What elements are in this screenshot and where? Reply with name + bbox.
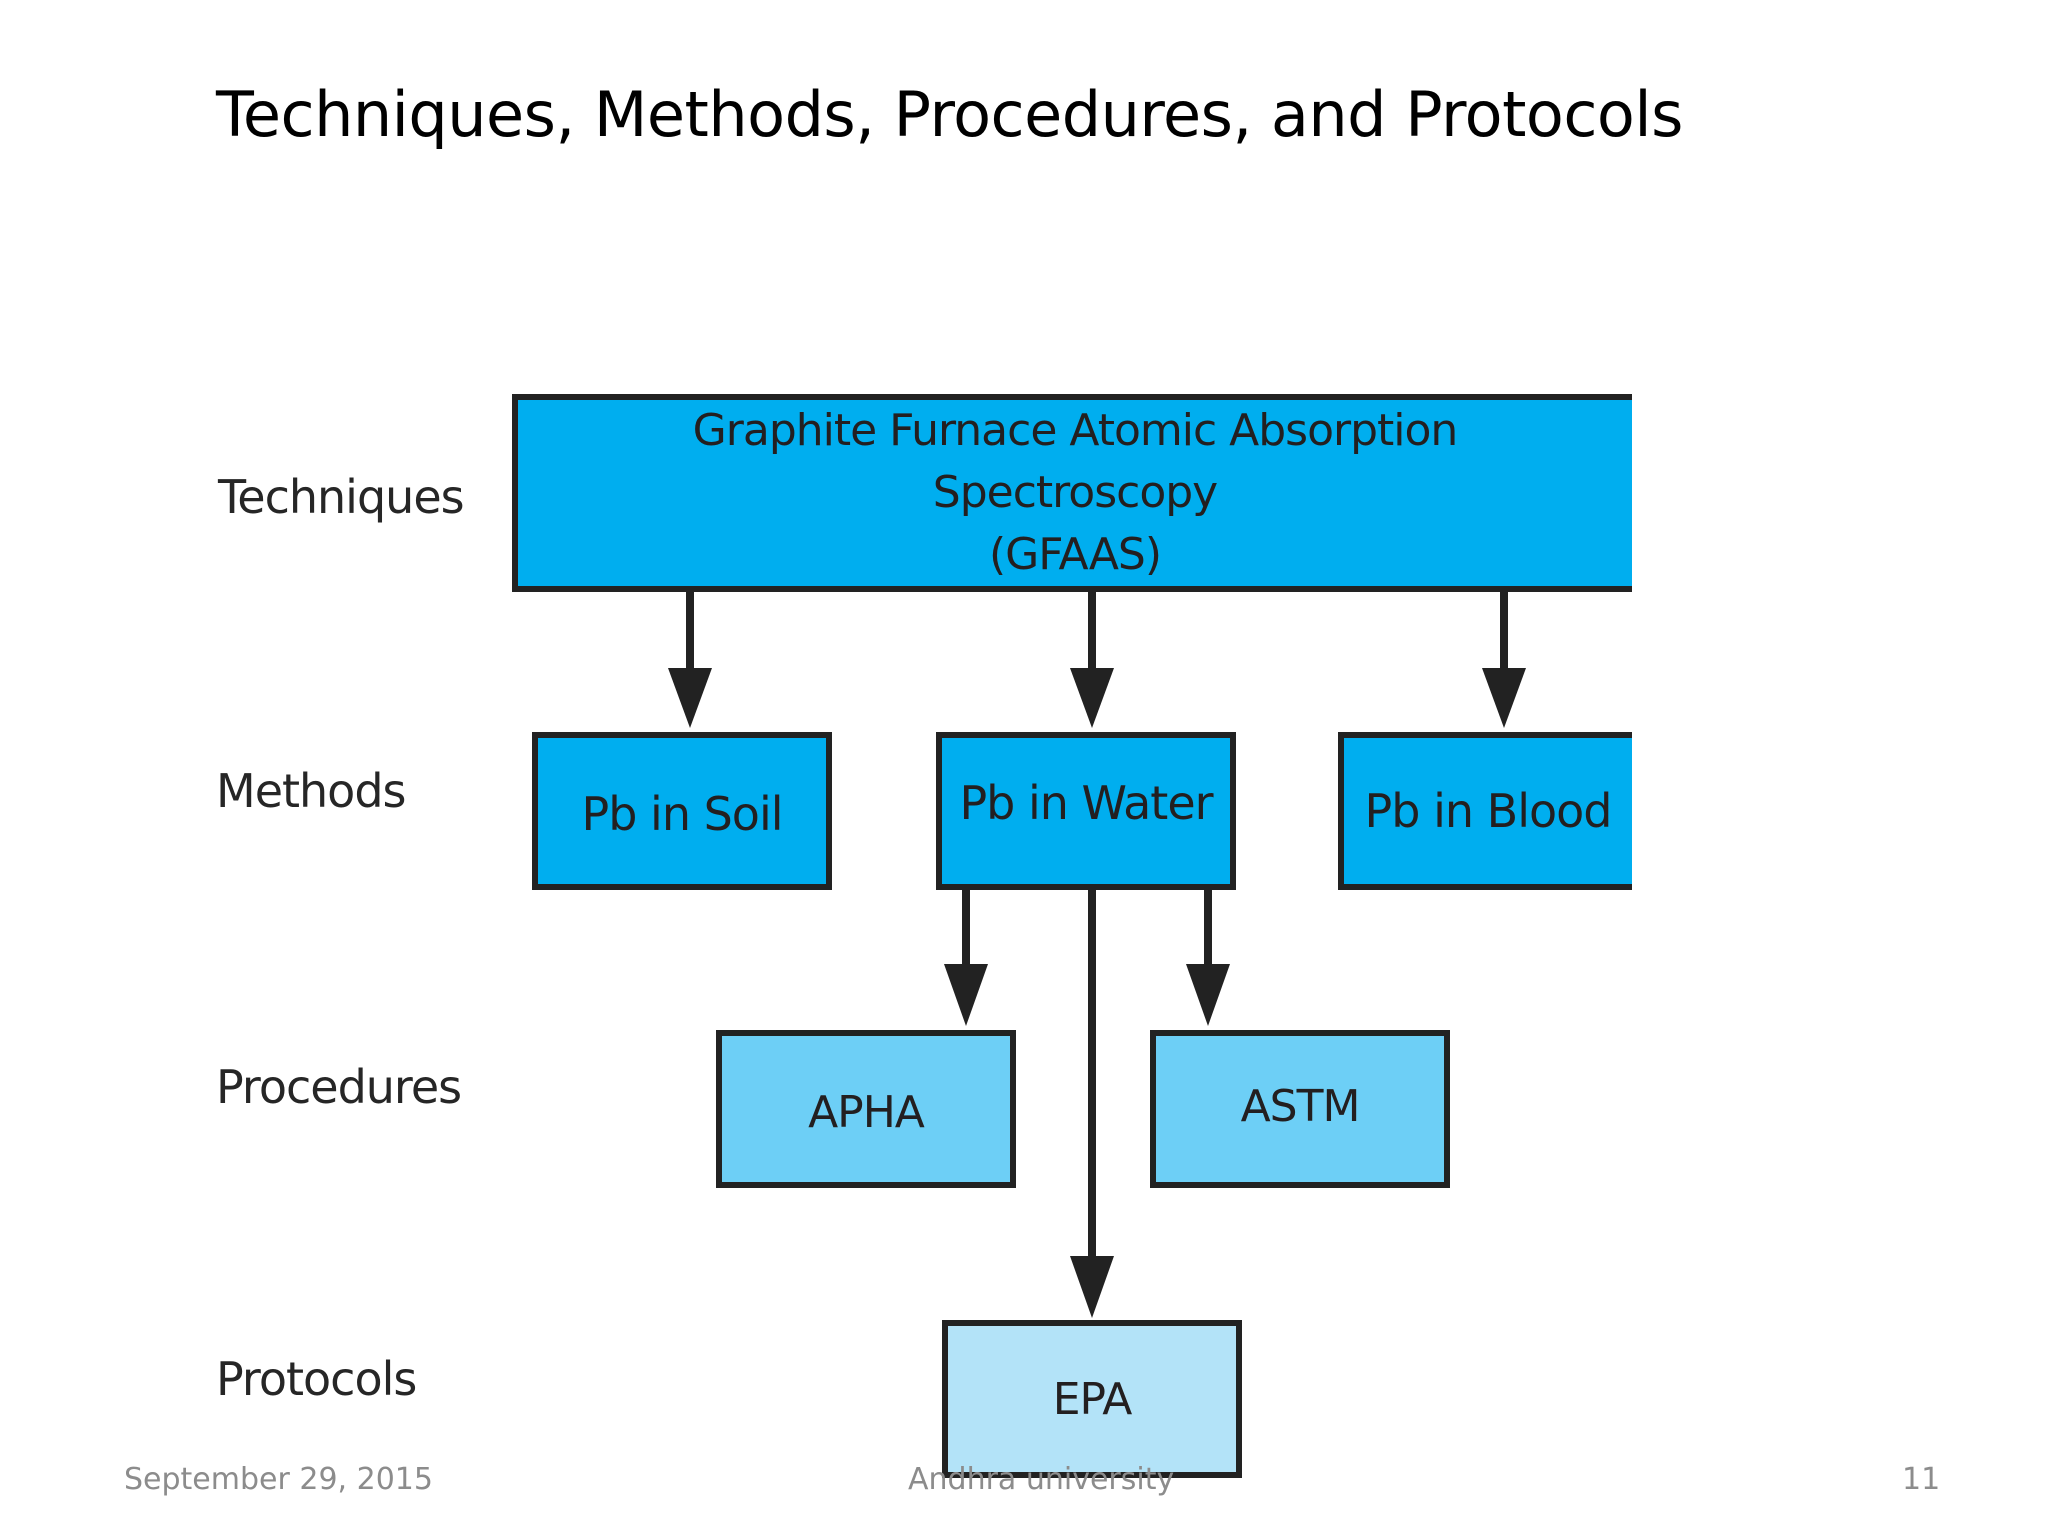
technique-line-2: (GFAAS)	[988, 529, 1162, 580]
technique-box-gfaas: Graphite Furnace Atomic Absorption Spect…	[512, 394, 1632, 592]
method-box-water: Pb in Water	[936, 732, 1236, 890]
arrow-technique-to-blood	[1482, 592, 1526, 728]
level-label-techniques: Techniques	[218, 470, 465, 524]
arrow-technique-to-soil	[668, 592, 712, 728]
arrow-water-to-epa	[1070, 890, 1114, 1318]
method-label-soil: Pb in Soil	[581, 787, 783, 841]
footer-date: September 29, 2015	[124, 1462, 433, 1497]
technique-line-1: Graphite Furnace Atomic Absorption Spect…	[692, 405, 1459, 518]
protocol-label-epa: EPA	[1052, 1373, 1133, 1425]
procedure-label-apha: APHA	[808, 1086, 925, 1138]
footer-institution: Andhra university	[908, 1462, 1175, 1497]
method-box-soil: Pb in Soil	[532, 732, 832, 890]
footer-page-number: 11	[1902, 1462, 1941, 1497]
slide-title: Techniques, Methods, Procedures, and Pro…	[216, 78, 1683, 151]
method-label-blood: Pb in Blood	[1364, 784, 1613, 838]
arrow-water-to-astm	[1186, 890, 1230, 1026]
arrow-technique-to-water	[1070, 592, 1114, 728]
arrow-water-to-apha	[944, 890, 988, 1026]
method-label-water: Pb in Water	[959, 776, 1213, 830]
level-label-protocols: Protocols	[216, 1352, 417, 1406]
procedure-box-apha: APHA	[716, 1030, 1016, 1188]
protocol-box-epa: EPA	[942, 1320, 1242, 1478]
method-box-blood: Pb in Blood	[1338, 732, 1632, 890]
procedure-label-astm: ASTM	[1240, 1080, 1361, 1132]
procedure-box-astm: ASTM	[1150, 1030, 1450, 1188]
level-label-methods: Methods	[216, 764, 406, 818]
level-label-procedures: Procedures	[216, 1060, 462, 1114]
